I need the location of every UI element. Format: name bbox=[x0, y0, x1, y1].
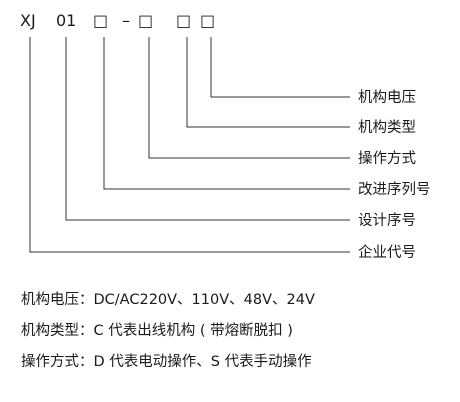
label-design-serial: 设计序号 bbox=[358, 212, 416, 229]
label-mechanism-type: 机构类型 bbox=[358, 119, 416, 136]
label-improved-series: 改进序列号 bbox=[358, 181, 431, 198]
leader-line-company-code bbox=[29, 37, 350, 253]
label-mechanism-voltage: 机构电压 bbox=[358, 89, 416, 106]
leader-line-improved-series bbox=[103, 37, 350, 190]
note-operation-mode: 操作方式：D 代表电动操作、S 代表手动操作 bbox=[21, 354, 312, 370]
model-code-diagram: XJ 01 □ – □ □ □ 机构电压 机构类型 操作方式 改进序列号 设计序… bbox=[20, 11, 431, 261]
notes-section: 机构电压：DC/AC220V、110V、48V、24V 机构类型：C 代表出线机… bbox=[21, 290, 451, 383]
note-mechanism-type: 机构类型：C 代表出线机构 ( 带熔断脱扣 ) bbox=[21, 323, 293, 339]
leader-line-mechanism-voltage bbox=[210, 37, 350, 98]
leader-line-mechanism-type bbox=[186, 37, 350, 128]
code-box-mechanism-type: □ bbox=[176, 11, 191, 30]
leader-line-operation-mode bbox=[148, 37, 350, 159]
leader-lines bbox=[29, 37, 350, 253]
code-box-operation-mode: □ bbox=[138, 11, 153, 30]
code-box-mechanism-voltage: □ bbox=[200, 11, 215, 30]
leader-line-design-serial bbox=[65, 37, 350, 221]
note-mechanism-voltage: 机构电压：DC/AC220V、110V、48V、24V bbox=[21, 292, 315, 308]
code-number: 01 bbox=[56, 11, 76, 30]
label-company-code: 企业代号 bbox=[358, 243, 416, 261]
code-dash: – bbox=[122, 11, 130, 30]
label-operation-mode: 操作方式 bbox=[358, 150, 416, 167]
code-box-improved-series: □ bbox=[93, 11, 108, 30]
code-prefix: XJ bbox=[20, 11, 36, 30]
